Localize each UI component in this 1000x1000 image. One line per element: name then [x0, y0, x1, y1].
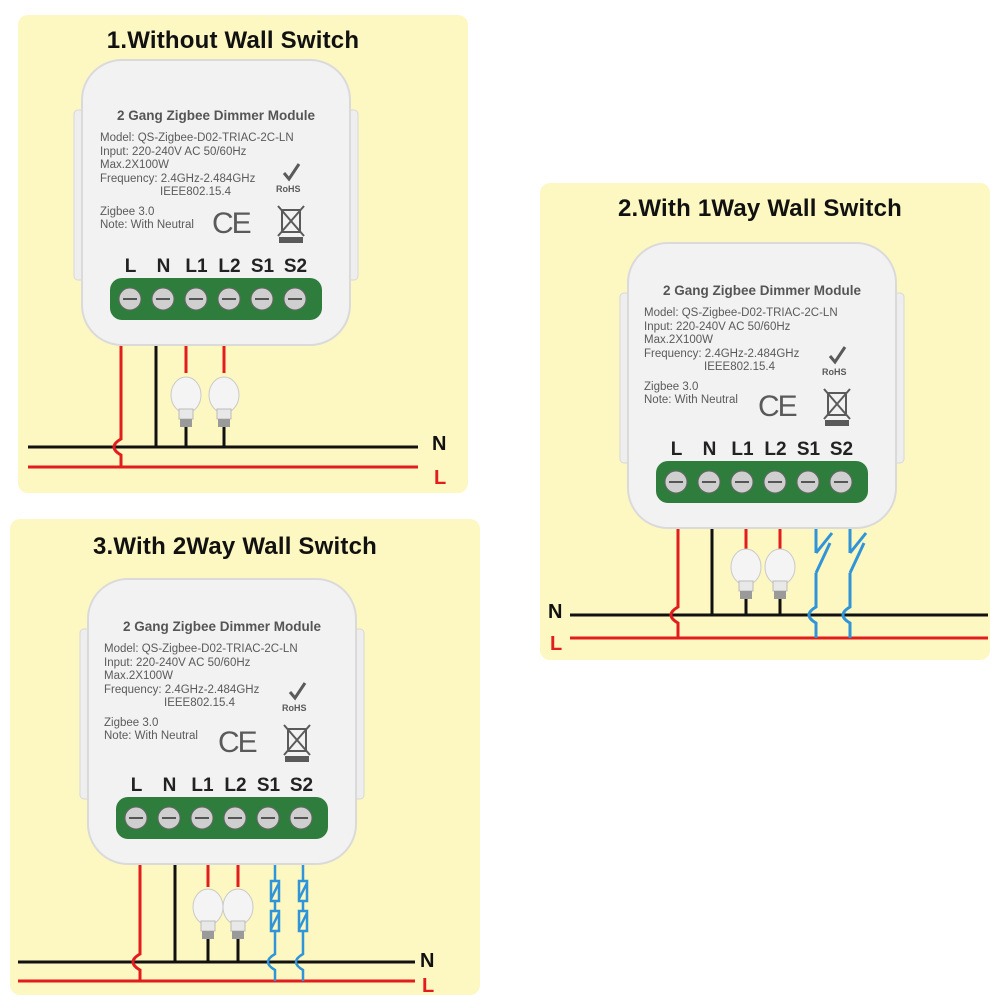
note-text: Note: With Neutral [644, 394, 738, 406]
diagram-panel-without-switch: 1.Without Wall Switch N L [18, 15, 468, 493]
s2-switch-wire [841, 520, 868, 638]
max-text: Max.2X100W [100, 159, 170, 171]
live-label: L [550, 633, 563, 655]
rohs-mark: RoHS [822, 367, 847, 377]
input-text: Input: 220-240V AC 50/60Hz [100, 145, 247, 158]
terminal-labels: L N L1 L2 S1 S2 [130, 775, 314, 796]
bulb-icon [764, 548, 796, 599]
module-name: 2 Gang Zigbee Dimmer Module [662, 283, 862, 298]
max-text: Max.2X100W [104, 670, 174, 682]
wiring-diagram [28, 335, 418, 469]
ieee-text: IEEE802.15.4 [164, 697, 235, 709]
s1-switch-wire [807, 520, 834, 638]
live-drop-wire [669, 520, 680, 638]
module-specs: Model: QS-Zigbee-D02-TRIAC-2C-LN Input: … [100, 132, 294, 233]
module-name: 2 Gang Zigbee Dimmer Module [116, 108, 316, 123]
dimmer-module: 2 Gang Zigbee Dimmer Module Model: QS-Zi… [66, 59, 366, 350]
model-text: Model: QS-Zigbee-D02-TRIAC-2C-LN [104, 643, 298, 655]
s1-2way-switch-wire [266, 854, 281, 981]
diagram-panel-2way-switch: 3.With 2Way Wall Switch N L [10, 519, 480, 995]
terminal-labels: L N L1 L2 S1 S2 [670, 439, 854, 460]
module-name: 2 Gang Zigbee Dimmer Module [122, 619, 322, 634]
weee-bin-icon [277, 205, 305, 243]
note-text: Note: With Neutral [104, 730, 198, 742]
input-text: Input: 220-240V AC 50/60Hz [104, 656, 251, 669]
panel-title: 2.With 1Way Wall Switch [618, 195, 902, 222]
bulb-icon [192, 888, 224, 939]
zigbee-text: Zigbee 3.0 [100, 205, 155, 218]
weee-bin-icon [823, 388, 851, 426]
ce-mark: CE [212, 207, 252, 240]
bulb-icon [170, 376, 202, 427]
neutral-label: N [420, 950, 435, 972]
rohs-mark: RoHS [282, 703, 307, 713]
terminal-labels: L N L1 L2 S1 S2 [124, 256, 308, 277]
bulb-icon [222, 888, 254, 939]
frequency-text: Frequency: 2.4GHz-2.484GHz [644, 347, 800, 360]
check-mark-icon [288, 682, 307, 701]
ce-mark: CE [218, 726, 258, 759]
weee-bin-icon [283, 724, 311, 762]
live-label: L [422, 975, 435, 995]
live-label: L [434, 467, 447, 489]
frequency-text: Frequency: 2.4GHz-2.484GHz [100, 172, 256, 185]
input-text: Input: 220-240V AC 50/60Hz [644, 320, 791, 333]
s2-switch-lever [848, 542, 866, 574]
zigbee-text: Zigbee 3.0 [104, 716, 159, 729]
ieee-text: IEEE802.15.4 [704, 361, 775, 373]
model-text: Model: QS-Zigbee-D02-TRIAC-2C-LN [100, 132, 294, 144]
module-specs: Model: QS-Zigbee-D02-TRIAC-2C-LN Input: … [104, 643, 298, 744]
frequency-text: Frequency: 2.4GHz-2.484GHz [104, 683, 260, 696]
live-drop-wire [112, 335, 123, 467]
dimmer-module: 2 Gang Zigbee Dimmer Module Model: QS-Zi… [612, 242, 912, 533]
diagram-panel-1way-switch: 2.With 1Way Wall Switch N L [540, 183, 990, 660]
dimmer-module: 2 Gang Zigbee Dimmer Module Model: QS-Zi… [72, 578, 372, 869]
neutral-label: N [548, 601, 563, 623]
check-mark-icon [282, 163, 301, 182]
neutral-label: N [432, 433, 447, 455]
rohs-mark: RoHS [276, 184, 301, 194]
s1-switch-lever [814, 542, 832, 574]
bulb-icon [730, 548, 762, 599]
max-text: Max.2X100W [644, 334, 714, 346]
zigbee-text: Zigbee 3.0 [644, 380, 699, 393]
s2-2way-switch-wire [294, 854, 309, 981]
ce-mark: CE [758, 390, 798, 423]
ieee-text: IEEE802.15.4 [160, 186, 231, 198]
model-text: Model: QS-Zigbee-D02-TRIAC-2C-LN [644, 307, 838, 319]
wiring-diagram [570, 520, 988, 640]
bulb-icon [208, 376, 240, 427]
check-mark-icon [828, 346, 847, 365]
panel-title: 3.With 2Way Wall Switch [93, 533, 377, 560]
live-drop-wire [131, 864, 142, 981]
note-text: Note: With Neutral [100, 219, 194, 231]
panel-title: 1.Without Wall Switch [106, 27, 360, 54]
module-specs: Model: QS-Zigbee-D02-TRIAC-2C-LN Input: … [644, 307, 838, 408]
